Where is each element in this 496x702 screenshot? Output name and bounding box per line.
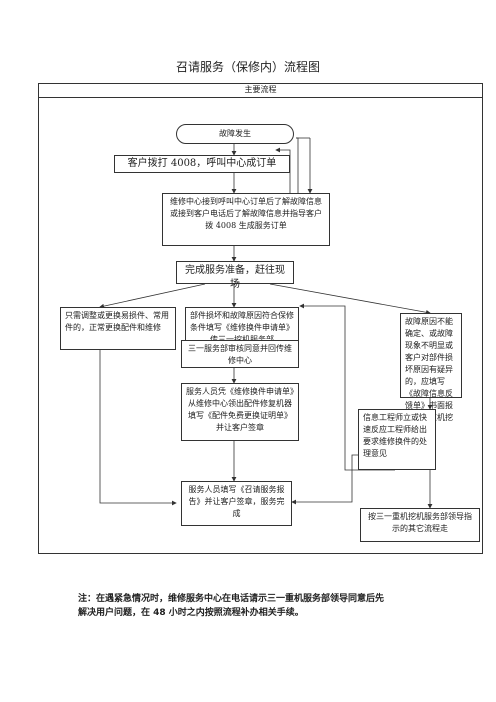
node-info-engineer: 信息工程师立或快速反应工程师给出要求维修换件的处理意见 [358, 409, 436, 470]
footnote-line-1: 注：在遇紧急情况时，维修服务中心在电话请示三一重机服务部领导同意后先 [78, 594, 385, 604]
diagram-title: 召请服务（保修内）流程图 [175, 60, 320, 74]
node-adjust: 只需调整或更换易损件、常用件的，正常更换配件和维修 [60, 307, 176, 350]
edge-prepare-adjust [99, 283, 206, 309]
edge-info-parts [299, 303, 395, 471]
edge-loop-1 [275, 147, 291, 193]
section-header: 主要流程 [38, 83, 483, 98]
node-prepare: 完成服务准备，赶往现场 [176, 261, 294, 290]
footnote-line-2: 解决用户问题，在 48 小时之内按照流程补办相关手续。 [78, 608, 304, 618]
node-call: 客户拨打 4008，呼叫中心成订单 [114, 155, 290, 173]
flow-frame [38, 83, 483, 554]
edge-prepare-unknown [269, 283, 431, 315]
node-staff-order: 服务人员填写《召请服务报告》并让客户签章，服务完成 [181, 481, 292, 526]
node-staff-parts: 服务人员凭《维修换件申请单》从维修中心领出配件修复机器填写《配件免费更换证明单》… [181, 383, 299, 441]
edge-adjust-order [99, 350, 177, 506]
node-audit: 三一服务部审核同意并回传维修中心 [181, 340, 299, 368]
edge-info-order [291, 454, 358, 505]
footnote: 注：在遇紧急情况时，维修服务中心在电话请示三一重机服务部领导同意后先 解决用户问… [78, 592, 438, 620]
edge-loop-2 [296, 137, 299, 193]
node-unknown-cause: 故障原因不能确定、或故障现象不明显或客户对部件损坏原因有疑异的，应填写《故障信息… [400, 313, 462, 434]
node-repair-center: 维修中心接到呼叫中心订单后了解故障信息或接到客户电话后了解故障信息并指导客户拨 … [162, 193, 330, 246]
node-follow-leader: 按三一重机挖机服务部领导指示的其它流程走 [360, 508, 480, 542]
node-fault: 故障发生 [176, 124, 294, 144]
